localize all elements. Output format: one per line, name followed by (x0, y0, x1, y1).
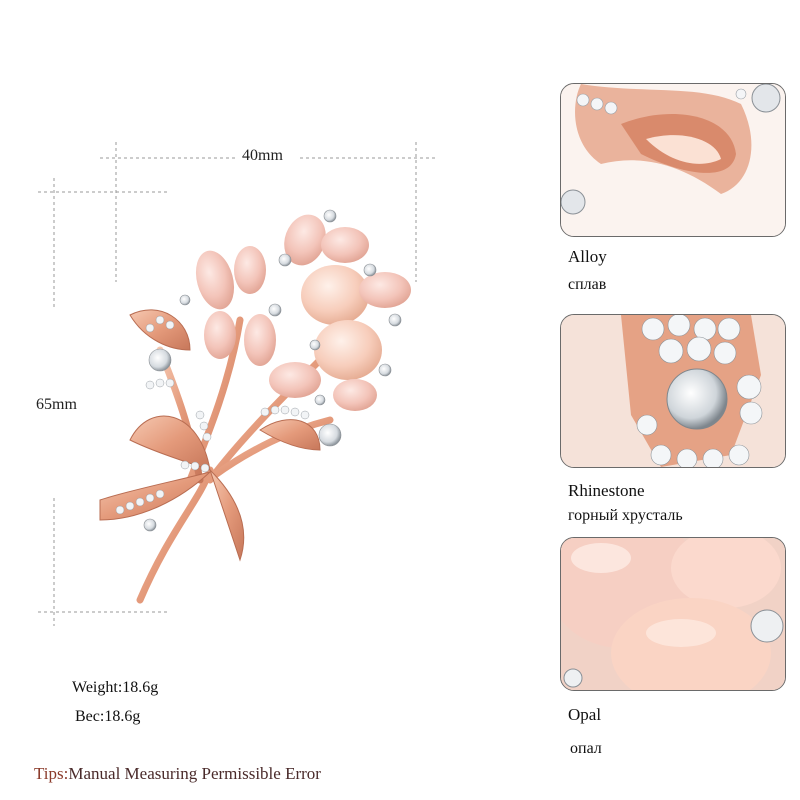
tips-text: Manual Measuring Permissible Error (68, 764, 321, 783)
rhinestone-detail-image (560, 314, 786, 468)
height-dimension-label: 65mm (36, 396, 77, 413)
alloy-label-ru: сплав (568, 276, 607, 293)
dimension-lines (38, 142, 435, 626)
opal-label-ru: опал (570, 740, 602, 757)
tips-prefix: Tips: (34, 764, 69, 783)
rhinestone-label: Rhinestone (568, 481, 645, 500)
rhinestone-label-ru: горный хрусталь (568, 507, 683, 524)
alloy-detail-image (560, 83, 786, 237)
width-dimension-label: 40mm (242, 147, 283, 164)
brooch-image (99, 209, 411, 604)
weight-label-ru: Bec:18.6g (75, 708, 141, 725)
weight-label: Weight:18.6g (72, 679, 159, 696)
alloy-label: Alloy (568, 247, 607, 266)
tips-line: Tips:Manual Measuring Permissible Error (34, 764, 321, 784)
opal-label: Opal (568, 705, 602, 724)
opal-detail-image (560, 537, 786, 691)
